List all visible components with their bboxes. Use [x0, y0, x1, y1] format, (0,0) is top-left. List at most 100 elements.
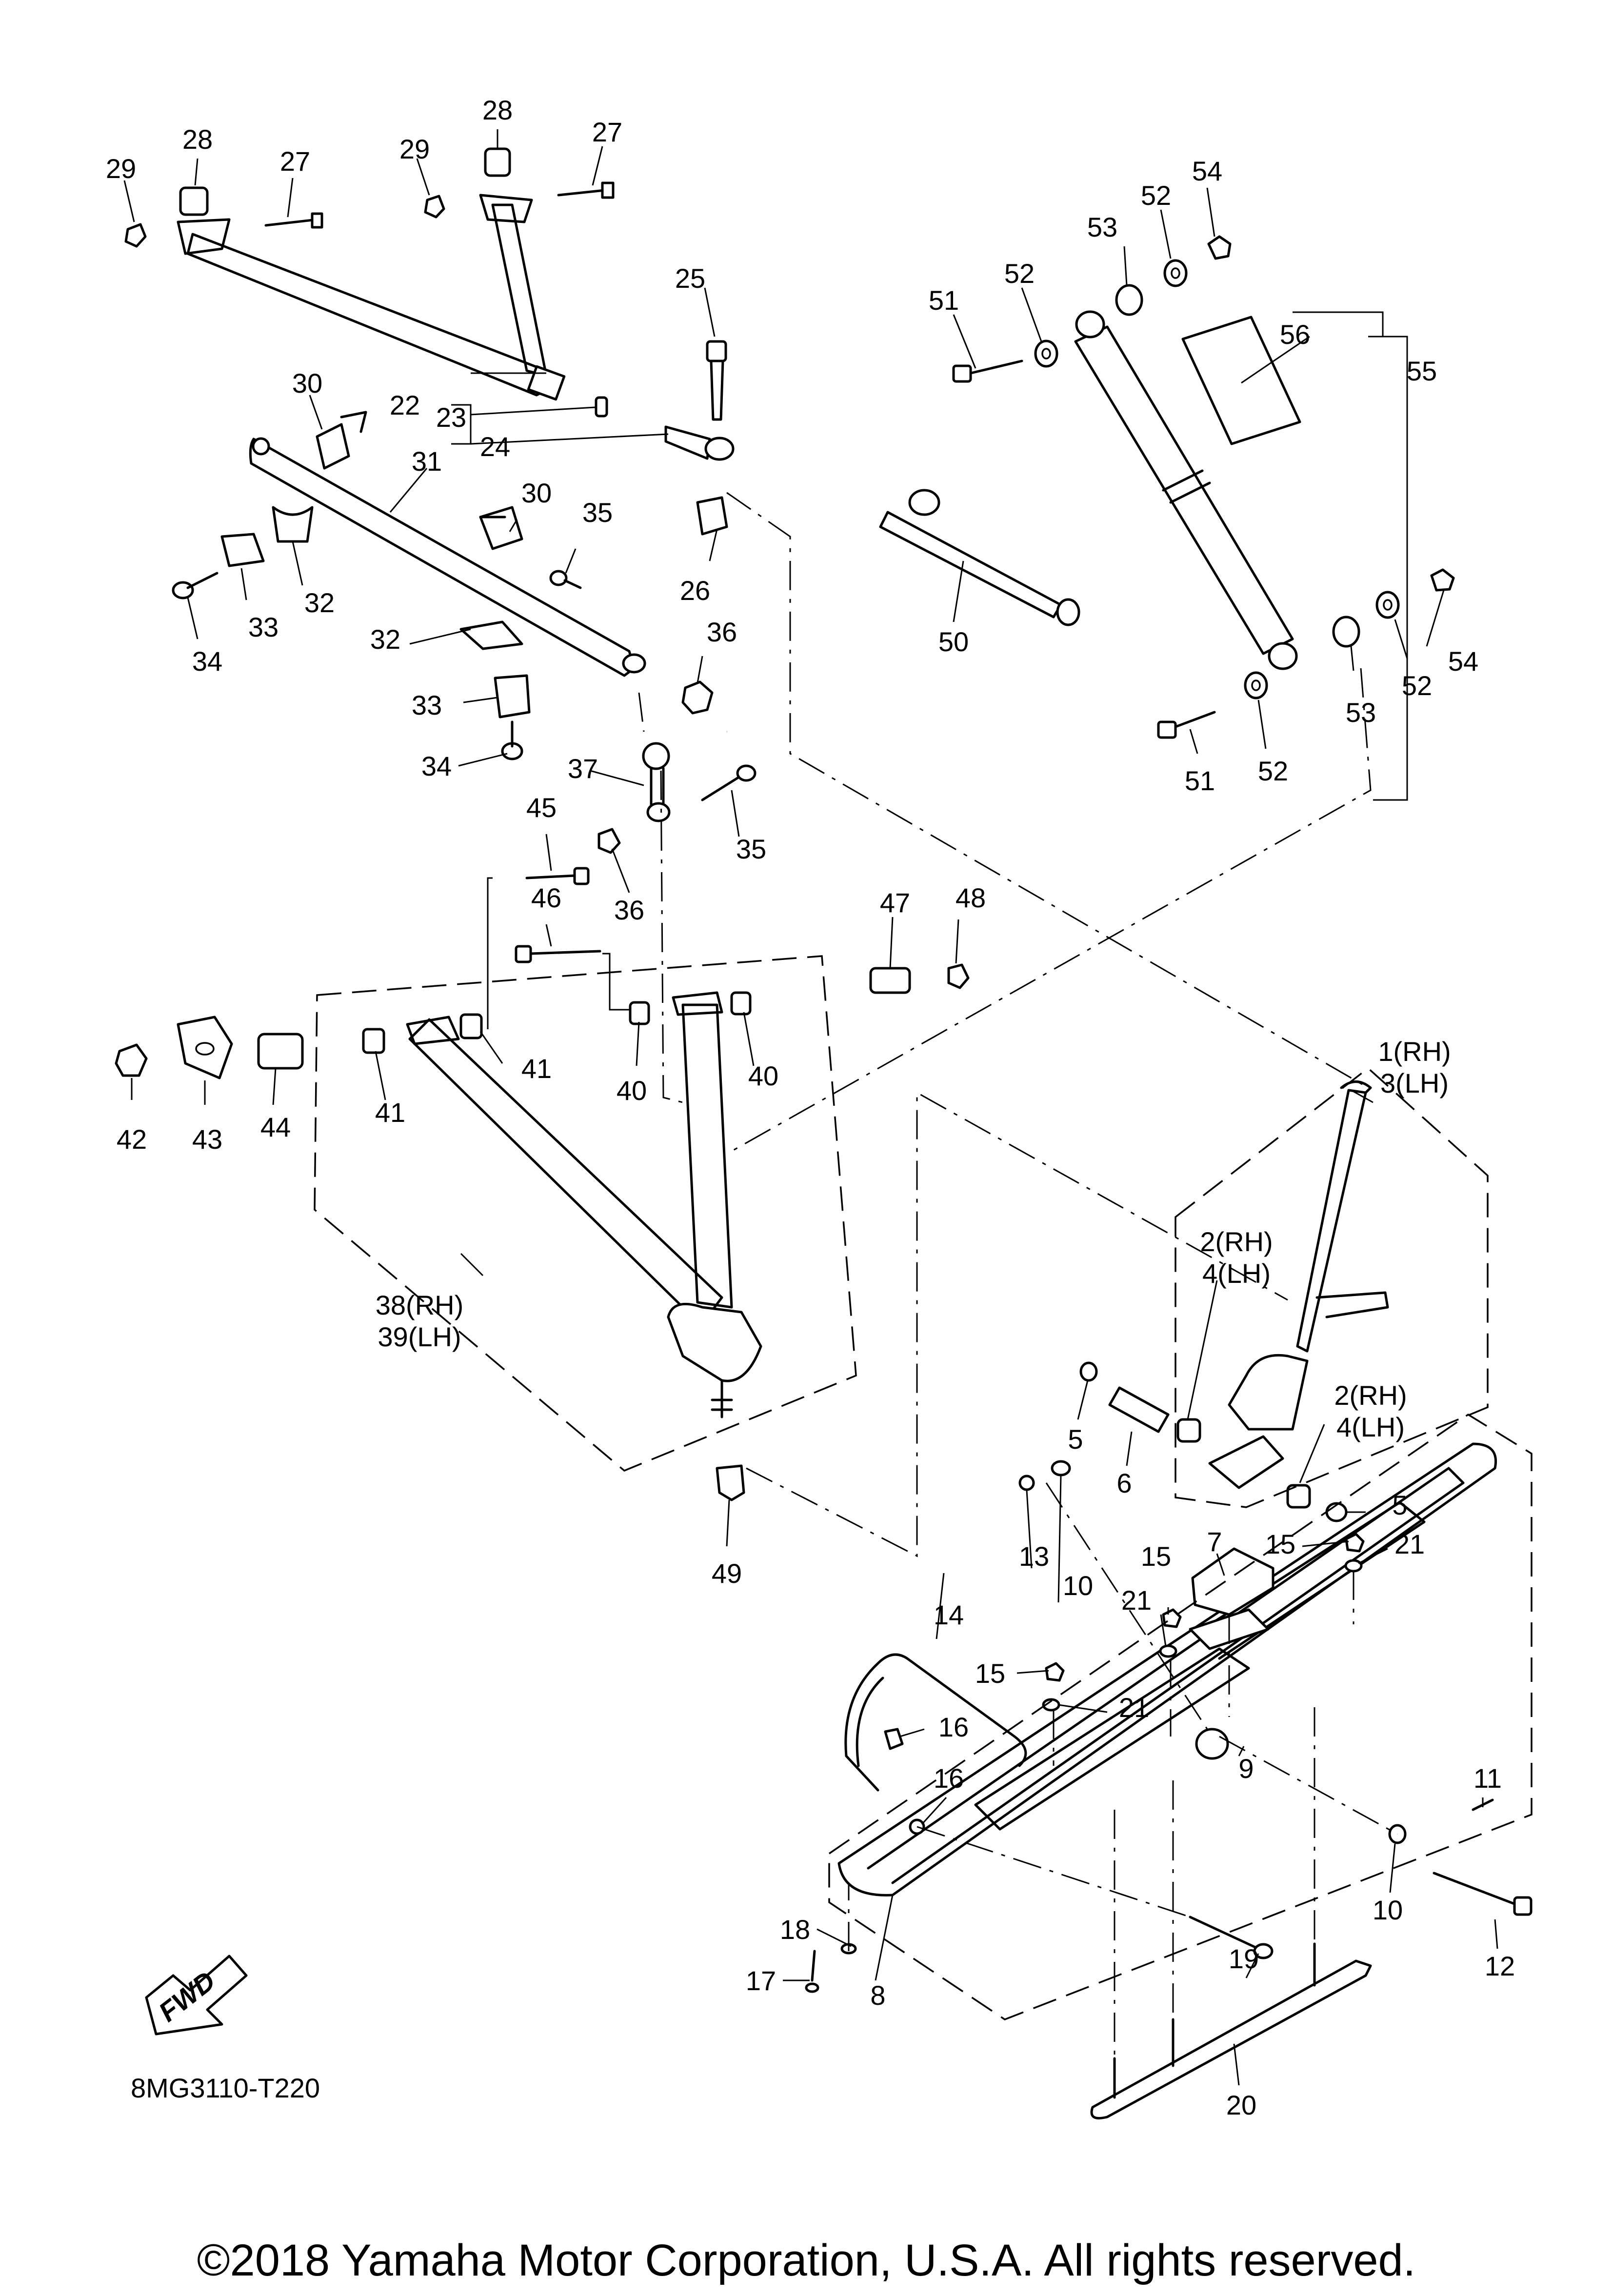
label-15a: 15 — [1141, 1541, 1171, 1572]
label-29b: 29 — [399, 134, 430, 164]
label-26: 26 — [680, 575, 710, 606]
label-28a: 28 — [182, 124, 213, 155]
nut-42 — [115, 1043, 148, 1077]
bushing-47 — [869, 967, 911, 994]
bushing-28a — [179, 186, 209, 216]
adjuster — [879, 489, 1080, 626]
label-21c: 21 — [1119, 1692, 1149, 1723]
clamp-32a — [272, 506, 314, 543]
ski-group-box — [828, 1413, 1533, 2020]
label-7: 7 — [1207, 1526, 1222, 1557]
label-27b: 27 — [592, 117, 622, 147]
label-6: 6 — [1116, 1468, 1132, 1498]
ski-handle — [844, 1653, 1027, 1792]
carbide-19 — [1189, 1916, 1274, 1959]
bushing-53a — [1115, 284, 1143, 316]
label-53b: 53 — [1346, 697, 1376, 728]
label-27a: 27 — [280, 146, 310, 177]
shock-absorber — [1074, 310, 1298, 670]
label-43: 43 — [192, 1124, 222, 1155]
label-3: 3(LH) — [1380, 1068, 1449, 1098]
label-52b: 52 — [1141, 180, 1171, 211]
label-54b: 54 — [1448, 646, 1478, 677]
label-17: 17 — [746, 1965, 776, 1996]
label-42: 42 — [117, 1124, 147, 1155]
nut-15c — [1345, 1533, 1365, 1553]
bolt-51a — [952, 359, 1023, 383]
label-10b: 10 — [1373, 1895, 1403, 1925]
label-34a: 34 — [192, 646, 222, 677]
label-38: 38(RH) — [376, 1290, 463, 1320]
label-52c: 52 — [1402, 670, 1432, 701]
label-4a: 4(LH) — [1202, 1258, 1271, 1289]
washer-21a — [1159, 1644, 1177, 1658]
label-11: 11 — [1474, 1763, 1502, 1794]
label-14: 14 — [934, 1599, 964, 1630]
label-1: 1(RH) — [1378, 1036, 1451, 1067]
nut-15b — [1162, 1608, 1182, 1628]
label-30b: 30 — [521, 478, 552, 508]
label-36b: 36 — [614, 895, 644, 925]
label-21a: 21 — [1121, 1585, 1152, 1616]
bolt-27b — [557, 181, 615, 199]
label-29a: 29 — [106, 153, 136, 184]
label-32a: 32 — [304, 587, 335, 618]
label-10a: 10 — [1063, 1570, 1093, 1601]
label-56 — [1181, 316, 1301, 445]
bushing-53b — [1332, 616, 1360, 648]
nut-29a — [124, 223, 147, 248]
bracket-30a — [316, 411, 367, 470]
spindle-group-box — [1175, 1067, 1489, 1508]
nut-48 — [947, 963, 970, 989]
bracket-43 — [177, 1016, 233, 1079]
bolt-27a — [264, 212, 323, 229]
bolt-12 — [1433, 1872, 1533, 1916]
label-41b: 41 — [375, 1097, 405, 1128]
ball-joint-24 — [664, 425, 735, 461]
clamp-32b — [459, 620, 523, 650]
washer-52c — [1375, 591, 1400, 619]
label-37: 37 — [568, 753, 598, 784]
nut-29b — [424, 195, 445, 219]
label-54a: 54 — [1192, 156, 1222, 186]
label-36a: 36 — [707, 617, 737, 647]
bolt-25 — [706, 340, 727, 421]
label-45: 45 — [526, 792, 557, 823]
bolt-34a — [172, 572, 219, 599]
bolt-35a — [549, 570, 582, 589]
label-20: 20 — [1226, 2090, 1256, 2120]
upper-a-arm — [177, 194, 566, 401]
bushing-41a — [362, 1028, 385, 1054]
wear-bar-20 — [1090, 1942, 1372, 2119]
label-51b: 51 — [1185, 765, 1215, 796]
label-2a: 2(RH) — [1200, 1226, 1273, 1257]
washer-10a — [1051, 1460, 1071, 1477]
collar-44 — [257, 1033, 304, 1070]
washer-52b — [1034, 339, 1058, 368]
label-28b: 28 — [482, 95, 513, 125]
label-56: 56 — [1280, 319, 1310, 350]
label-4b: 4(LH) — [1336, 1412, 1405, 1442]
nut-54a — [1207, 235, 1232, 260]
diagram-code: 8MG3110-T220 — [131, 2073, 320, 2103]
leader-lines — [123, 129, 1498, 2086]
collar-6 — [1108, 1386, 1170, 1433]
label-55: 55 — [1407, 356, 1437, 386]
nut-15a — [1045, 1662, 1065, 1682]
fwd-arrow-icon: FWD — [145, 1955, 248, 2036]
label-44: 44 — [260, 1112, 291, 1142]
washer-52d — [1244, 671, 1268, 699]
label-8: 8 — [870, 1980, 885, 2011]
label-15c: 15 — [975, 1658, 1005, 1689]
label-48: 48 — [956, 882, 986, 913]
nut-26 — [696, 496, 728, 536]
label-2b: 2(RH) — [1334, 1380, 1407, 1411]
bracket-30b — [479, 506, 523, 550]
label-41a: 41 — [521, 1053, 552, 1084]
bushing-40b — [730, 991, 752, 1016]
label-51a: 51 — [929, 285, 959, 316]
label-5b: 5 — [1392, 1490, 1407, 1520]
bushing-2a — [1176, 1418, 1201, 1443]
label-52a: 52 — [1004, 258, 1035, 289]
